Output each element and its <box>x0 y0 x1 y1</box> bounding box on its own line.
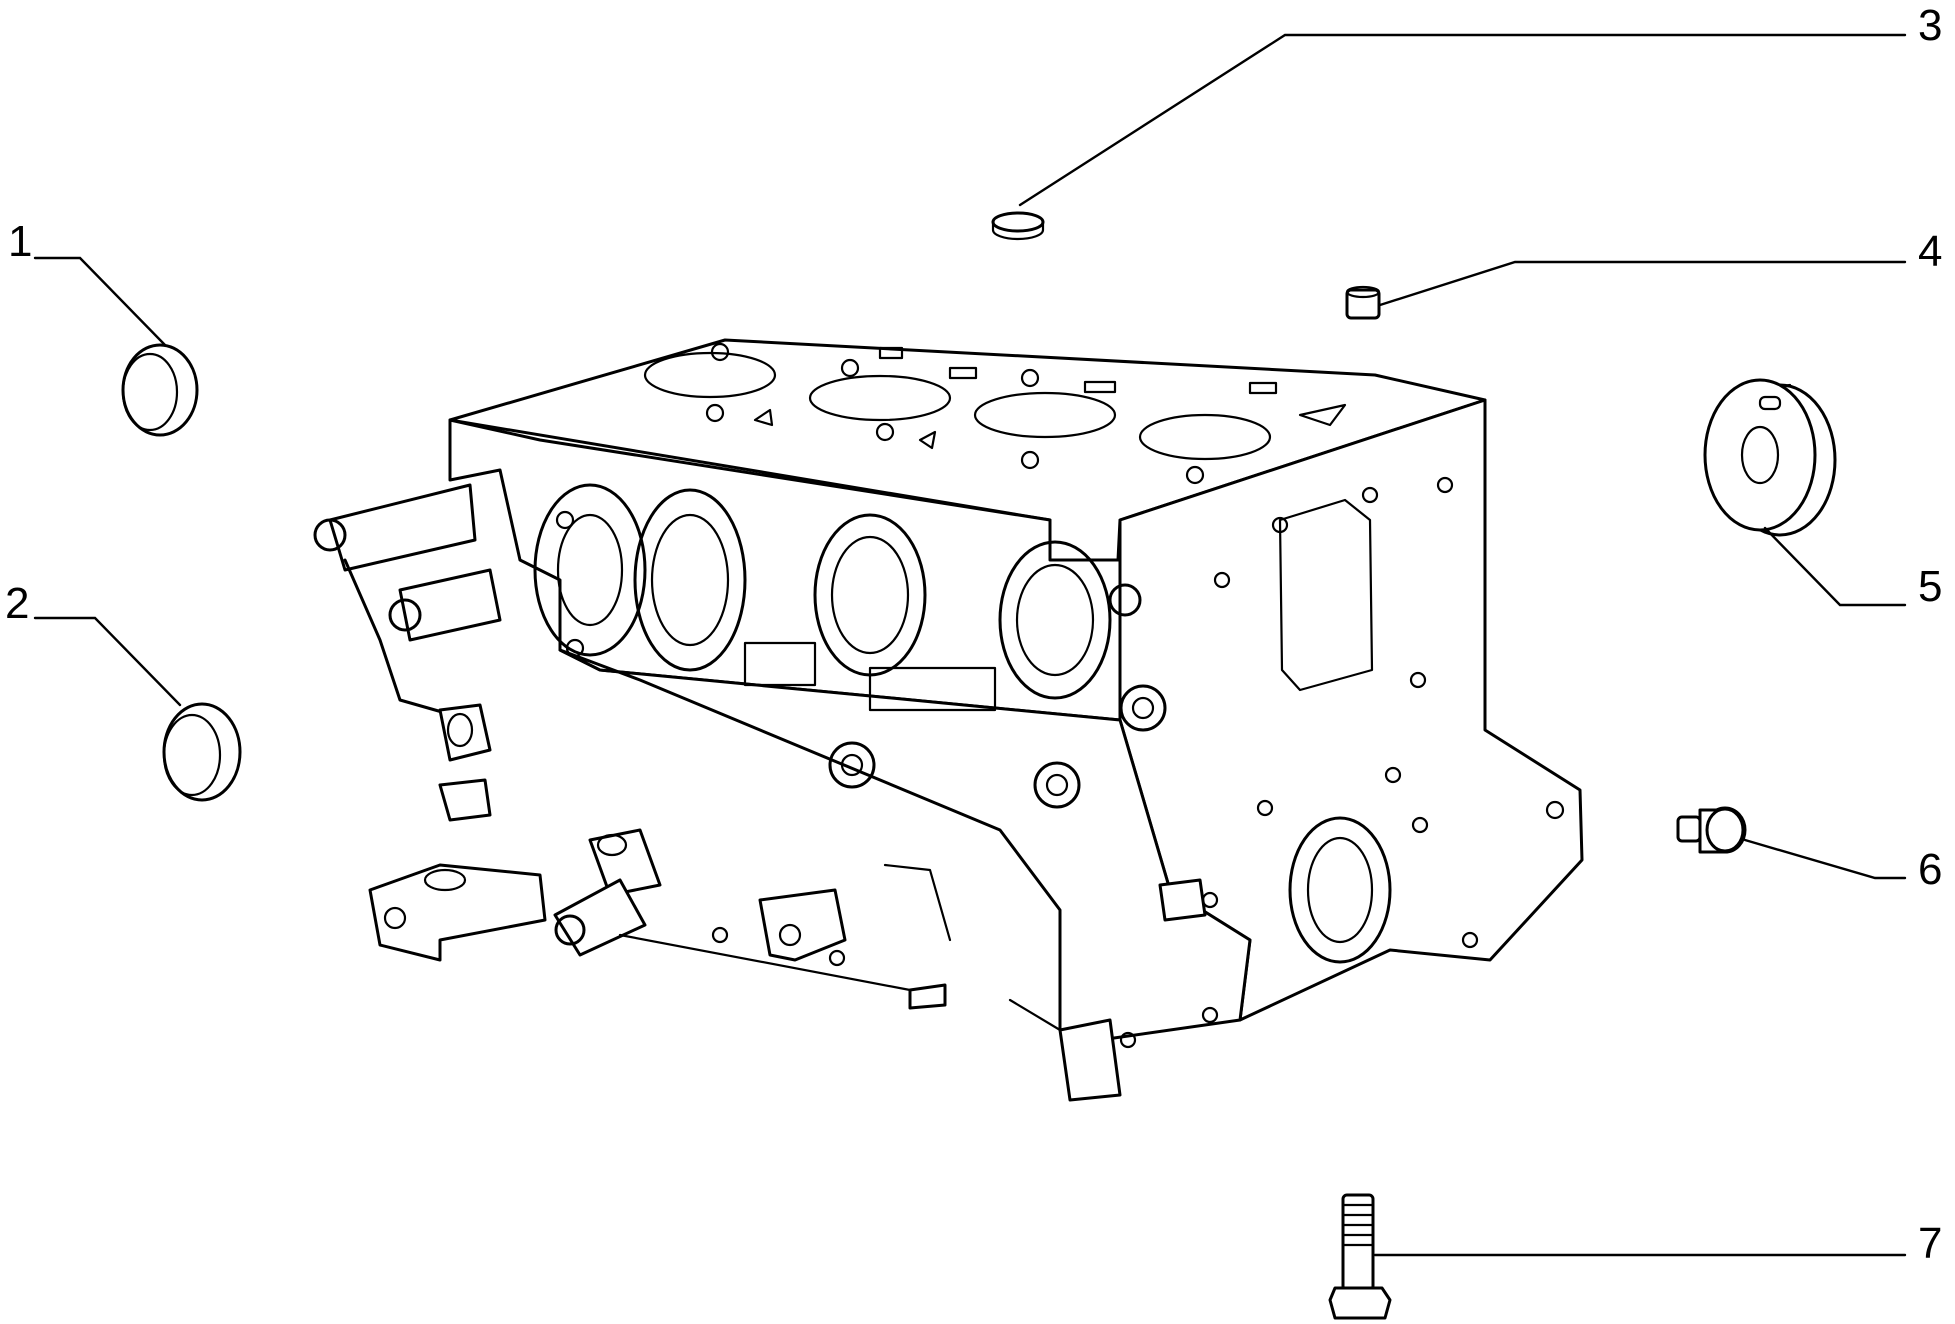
part-7-bolt <box>1328 1193 1907 1320</box>
callout-4: 4 <box>1918 227 1943 276</box>
callout-5: 5 <box>1918 562 1943 611</box>
part-3-small-plug <box>991 33 1907 241</box>
part-4-dowel <box>1345 260 1907 320</box>
engine-block <box>313 338 1584 1102</box>
callout-6: 6 <box>1918 845 1943 894</box>
part-2-core-plug <box>33 616 242 802</box>
part-1-core-plug <box>33 256 199 437</box>
callout-2: 2 <box>5 579 30 628</box>
callout-3: 3 <box>1918 1 1943 50</box>
part-5-bushing <box>1703 378 1907 607</box>
callout-1: 1 <box>8 217 33 266</box>
part-6-threaded-plug <box>1676 806 1907 880</box>
callout-7: 7 <box>1918 1219 1943 1268</box>
